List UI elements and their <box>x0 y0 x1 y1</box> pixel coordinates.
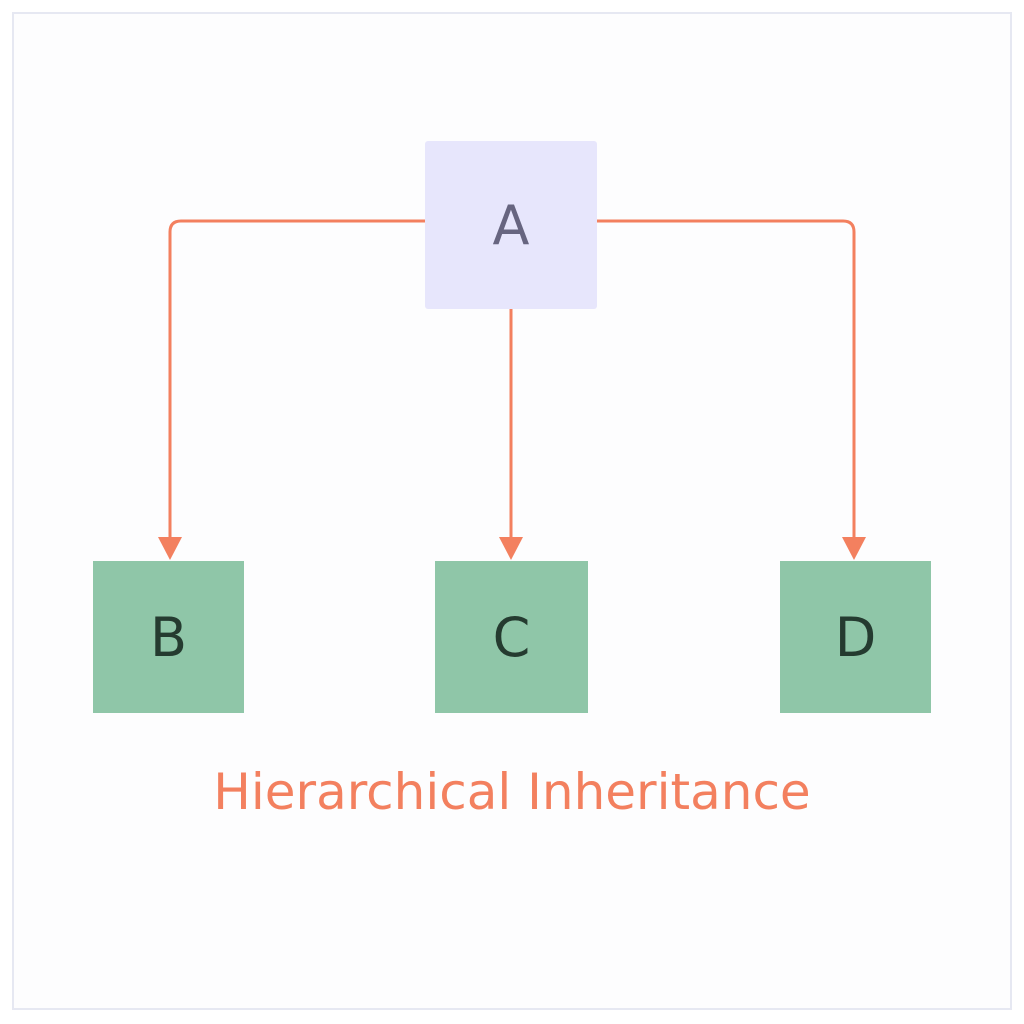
node-d-label: D <box>834 605 877 669</box>
node-a-label: A <box>492 193 530 257</box>
node-b-label: B <box>149 605 188 669</box>
arrowhead-d <box>842 537 866 560</box>
arrowhead-c <box>499 537 523 560</box>
connector-a-to-d <box>595 219 856 547</box>
node-a: A <box>425 141 597 309</box>
node-d: D <box>780 561 931 713</box>
node-c-label: C <box>492 605 531 669</box>
node-c: C <box>435 561 588 713</box>
connector-a-to-b <box>168 219 427 547</box>
arrowhead-b <box>158 537 182 560</box>
node-b: B <box>93 561 244 713</box>
diagram-caption: Hierarchical Inheritance <box>213 763 811 821</box>
